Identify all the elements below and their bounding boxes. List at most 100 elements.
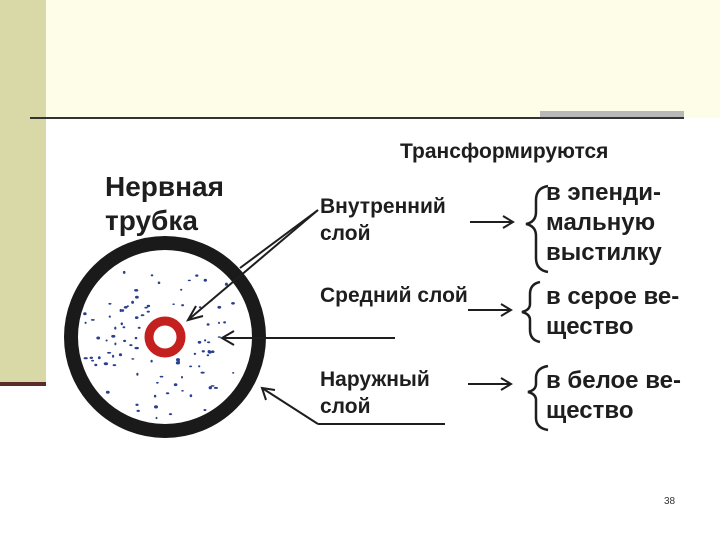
cell-dot bbox=[150, 274, 154, 277]
cell-dot bbox=[96, 336, 101, 340]
slide-header-area bbox=[0, 0, 720, 118]
cell-dot bbox=[181, 304, 185, 307]
layer-label-outer: Наружный слой bbox=[320, 368, 430, 418]
cell-dot bbox=[213, 386, 218, 389]
cell-dot bbox=[112, 354, 115, 358]
cell-dot bbox=[118, 353, 123, 357]
cell-dot bbox=[206, 341, 211, 344]
cell-dot bbox=[134, 346, 139, 350]
brace-3 bbox=[527, 364, 549, 432]
cell-dot bbox=[176, 358, 180, 362]
outer-pointer-diag bbox=[261, 387, 319, 425]
cell-dot bbox=[121, 309, 125, 312]
cell-dot bbox=[131, 300, 135, 304]
cell-dot bbox=[208, 386, 212, 390]
layer-label-inner: Внутренний слой bbox=[320, 195, 446, 245]
outer-pointer-head bbox=[260, 386, 276, 401]
transform-arrow-2-head bbox=[500, 303, 513, 317]
slide-left-bar-lower bbox=[0, 385, 46, 540]
cell-dot bbox=[146, 310, 150, 313]
cell-dot bbox=[129, 344, 133, 347]
result-outer: в белое ве-щество bbox=[546, 367, 681, 424]
middle-pointer-head bbox=[220, 330, 235, 346]
cell-dot bbox=[97, 356, 101, 360]
cell-dot bbox=[203, 278, 207, 282]
cell-dot bbox=[114, 342, 117, 346]
cell-dot bbox=[198, 365, 201, 368]
transform-arrow-3-head bbox=[500, 377, 513, 391]
cell-dot bbox=[210, 350, 215, 354]
cell-dot bbox=[83, 312, 87, 316]
cell-dot bbox=[204, 339, 207, 342]
cell-dot bbox=[172, 303, 175, 306]
cell-dot bbox=[144, 306, 148, 309]
cell-dot bbox=[105, 339, 108, 342]
cell-dot bbox=[108, 302, 112, 305]
cell-dot bbox=[123, 339, 127, 343]
cell-dot bbox=[224, 282, 228, 286]
slide-left-accent bbox=[0, 382, 46, 386]
cell-dot bbox=[155, 416, 158, 420]
cell-dot bbox=[91, 359, 95, 362]
cell-dot bbox=[103, 362, 109, 366]
result-inner: в эпенди-мальную выстилку bbox=[546, 179, 662, 266]
cell-dot bbox=[108, 315, 111, 318]
cell-dot bbox=[180, 288, 183, 291]
transform-arrow-1-head bbox=[502, 215, 515, 229]
cell-dot bbox=[112, 364, 117, 367]
cell-dot bbox=[154, 405, 158, 409]
cell-dot bbox=[200, 371, 205, 374]
cell-dot bbox=[114, 326, 117, 330]
cell-dot bbox=[122, 270, 126, 274]
cell-dot bbox=[107, 351, 112, 354]
inner-pointer-line bbox=[187, 209, 319, 321]
cell-dot bbox=[223, 321, 227, 324]
cell-dot bbox=[201, 350, 205, 353]
cell-dot bbox=[105, 390, 110, 394]
cell-dot bbox=[120, 322, 124, 326]
cell-dot bbox=[140, 314, 143, 317]
cell-dot bbox=[189, 394, 193, 398]
cell-dot bbox=[206, 323, 210, 326]
cell-dot bbox=[84, 321, 87, 324]
cell-dot bbox=[157, 281, 161, 285]
cell-dot bbox=[206, 354, 210, 357]
cell-dot bbox=[135, 295, 139, 299]
cell-dot bbox=[126, 305, 129, 308]
cell-dot bbox=[232, 372, 235, 374]
cell-dot bbox=[89, 356, 94, 359]
gray-matter-dots bbox=[83, 270, 235, 420]
cell-dot bbox=[134, 289, 139, 292]
cell-dot bbox=[198, 306, 202, 309]
cell-dot bbox=[168, 413, 173, 416]
cell-dot bbox=[119, 308, 122, 313]
cell-dot bbox=[217, 336, 221, 338]
cell-dot bbox=[165, 392, 170, 395]
cell-dot bbox=[189, 365, 193, 368]
header-rule-accent bbox=[540, 111, 684, 117]
cell-dot bbox=[197, 340, 202, 344]
cell-dot bbox=[134, 316, 139, 319]
cell-dot bbox=[203, 409, 207, 411]
cell-dot bbox=[173, 383, 178, 387]
cell-dot bbox=[90, 319, 95, 321]
cell-dot bbox=[210, 385, 215, 387]
cell-dot bbox=[181, 390, 184, 392]
cell-dot bbox=[135, 403, 139, 406]
cell-dot bbox=[123, 306, 128, 309]
cell-dot bbox=[146, 304, 151, 308]
cell-dot bbox=[150, 359, 153, 363]
cell-dot bbox=[83, 357, 88, 360]
transform-heading: Трансформируются bbox=[400, 140, 609, 163]
cell-dot bbox=[134, 336, 138, 340]
result-middle: в серое ве-щество bbox=[546, 283, 680, 340]
cell-dot bbox=[111, 334, 116, 338]
cell-dot bbox=[231, 302, 235, 305]
cell-dot bbox=[207, 350, 211, 354]
inner-upper-line bbox=[239, 209, 319, 269]
diagram-title: Нервная трубка bbox=[105, 171, 224, 236]
page-number: 38 bbox=[664, 496, 676, 507]
cell-dot bbox=[217, 305, 222, 309]
cell-dot bbox=[181, 375, 183, 379]
